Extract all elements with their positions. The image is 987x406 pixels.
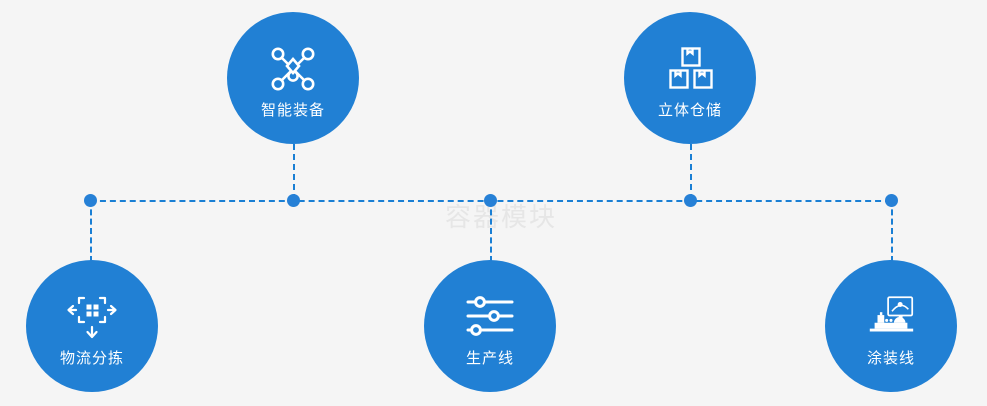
node-label-smart-equipment: 智能装备	[260, 101, 325, 119]
stem-connector-painting-line	[891, 200, 893, 262]
node-stereoscopic-warehouse[interactable]: 立体仓储	[624, 12, 756, 144]
junction-dot-logistics-sorting[interactable]	[83, 193, 97, 207]
node-label-stereoscopic-warehouse: 立体仓储	[657, 101, 722, 119]
stem-connector-logistics-sorting	[90, 200, 92, 262]
node-production-line[interactable]: 生产线	[424, 260, 556, 392]
node-label-production-line: 生产线	[465, 349, 514, 367]
node-logistics-sorting[interactable]: 物流分拣	[26, 260, 158, 392]
stem-connector-production-line	[490, 200, 492, 262]
node-smart-equipment[interactable]: 智能装备	[227, 12, 359, 144]
stacked-boxes-icon	[663, 45, 717, 93]
junction-dot-production-line[interactable]	[483, 193, 497, 207]
junction-dot-stereoscopic-warehouse[interactable]	[683, 193, 697, 207]
junction-dot-smart-equipment[interactable]	[286, 193, 300, 207]
node-label-painting-line: 涂装线	[866, 349, 915, 367]
stem-connector-smart-equipment	[293, 144, 295, 200]
node-label-logistics-sorting: 物流分拣	[59, 349, 124, 367]
sorting-arrows-icon	[65, 293, 119, 341]
stem-connector-stereoscopic-warehouse	[690, 144, 692, 200]
watermark-text: 容器模块	[444, 202, 557, 232]
junction-dot-painting-line[interactable]	[884, 193, 898, 207]
sliders-icon	[463, 293, 517, 341]
painting-machine-icon	[864, 293, 918, 341]
network-nodes-icon	[266, 45, 320, 93]
node-painting-line[interactable]: 涂装线	[825, 260, 957, 392]
